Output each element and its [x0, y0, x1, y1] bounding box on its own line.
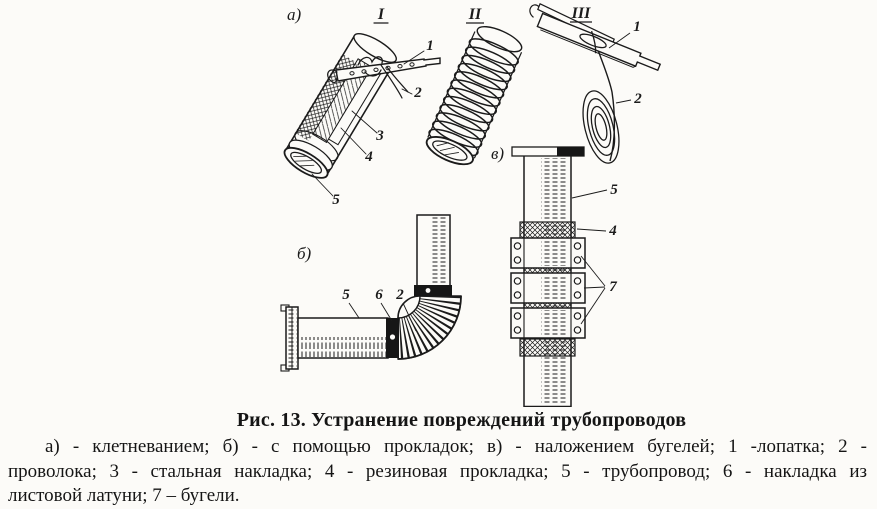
panel-b-leader-lines [348, 302, 417, 332]
wire-hook [529, 4, 540, 18]
wire-ends [380, 64, 409, 99]
wire-knot [357, 56, 383, 77]
figure-illustration: а) I 1 2 3 4 5 [280, 3, 662, 407]
callout-3-steel-plate: 3 [375, 128, 384, 144]
top-flange [511, 146, 585, 157]
panel-iii: III 1 2 [529, 3, 662, 164]
panel-b-label: б) [297, 244, 312, 263]
callout-5-pipe: 5 [332, 192, 340, 208]
spatula-tool [327, 56, 441, 99]
callout-4-rubber-gasket: 4 [608, 223, 617, 239]
callout-2-wire: 2 [413, 85, 422, 101]
panel-a-label: а) [287, 5, 302, 24]
pipe-with-plate-drawing [283, 33, 397, 179]
panel-iii-leader-lines [608, 32, 632, 104]
elbow-bend [396, 294, 462, 360]
callout-6-brass-sheet: 6 [375, 287, 383, 303]
panel-v: в) 5 4 7 [491, 144, 618, 407]
panel-v-label: в) [491, 144, 504, 163]
brass-sheet-band [386, 318, 399, 358]
pipe-far-end [353, 33, 397, 63]
callout-5-pipe: 5 [342, 287, 350, 303]
callout-5-pipe: 5 [610, 182, 618, 198]
roman-numeral-1: I [377, 6, 385, 23]
gasket-band [524, 301, 571, 309]
coiled-pipe-drawing [425, 25, 523, 166]
roman-numeral-3: III [571, 5, 591, 22]
panel-v-leader-lines [571, 189, 608, 325]
clamp-3 [510, 307, 586, 339]
panel-a: а) I 1 2 3 4 5 [283, 5, 441, 208]
wire-coils [428, 38, 519, 157]
legend-line: а) - клетневанием; б) - с помощью прокла… [45, 436, 867, 457]
gasket-band [524, 266, 571, 274]
upper-band [414, 285, 452, 296]
figure-caption: Рис. 13. Устранение повреждений трубопро… [236, 409, 687, 431]
hanging-wire [597, 49, 616, 162]
callout-1-spatula: 1 [633, 19, 641, 35]
callout-7-clamps: 7 [609, 279, 617, 295]
figure-legend: а) - клетневанием; б) - с помощью прокла… [0, 433, 877, 509]
clamp-2 [510, 272, 586, 304]
vertical-pipe [416, 214, 451, 287]
clamp-1 [510, 237, 586, 269]
callout-2-wire: 2 [395, 287, 404, 303]
callout-4-rubber-gasket: 4 [364, 149, 373, 165]
flange [280, 304, 299, 372]
spatula-tool-2 [529, 3, 662, 72]
panel-b: б) 5 6 2 [280, 214, 462, 372]
legend-line: проволока; 3 - стальная накладка; 4 - ре… [8, 460, 867, 482]
wire-loop [327, 69, 338, 84]
callout-2-wire: 2 [633, 91, 642, 107]
legend-line: листовой латуни; 7 – бугели. [8, 485, 240, 507]
horizontal-pipe [297, 317, 389, 359]
wire-coil [582, 90, 620, 164]
rubber-gasket-band [519, 221, 576, 240]
tool-slot [579, 33, 607, 49]
panel-ii: II [425, 6, 523, 166]
roman-numeral-2: II [468, 6, 482, 23]
panel-a-leader-lines [311, 50, 425, 197]
corrugation [396, 294, 461, 359]
rubber-gasket-band [519, 338, 576, 357]
callout-1-spatula: 1 [426, 38, 434, 54]
